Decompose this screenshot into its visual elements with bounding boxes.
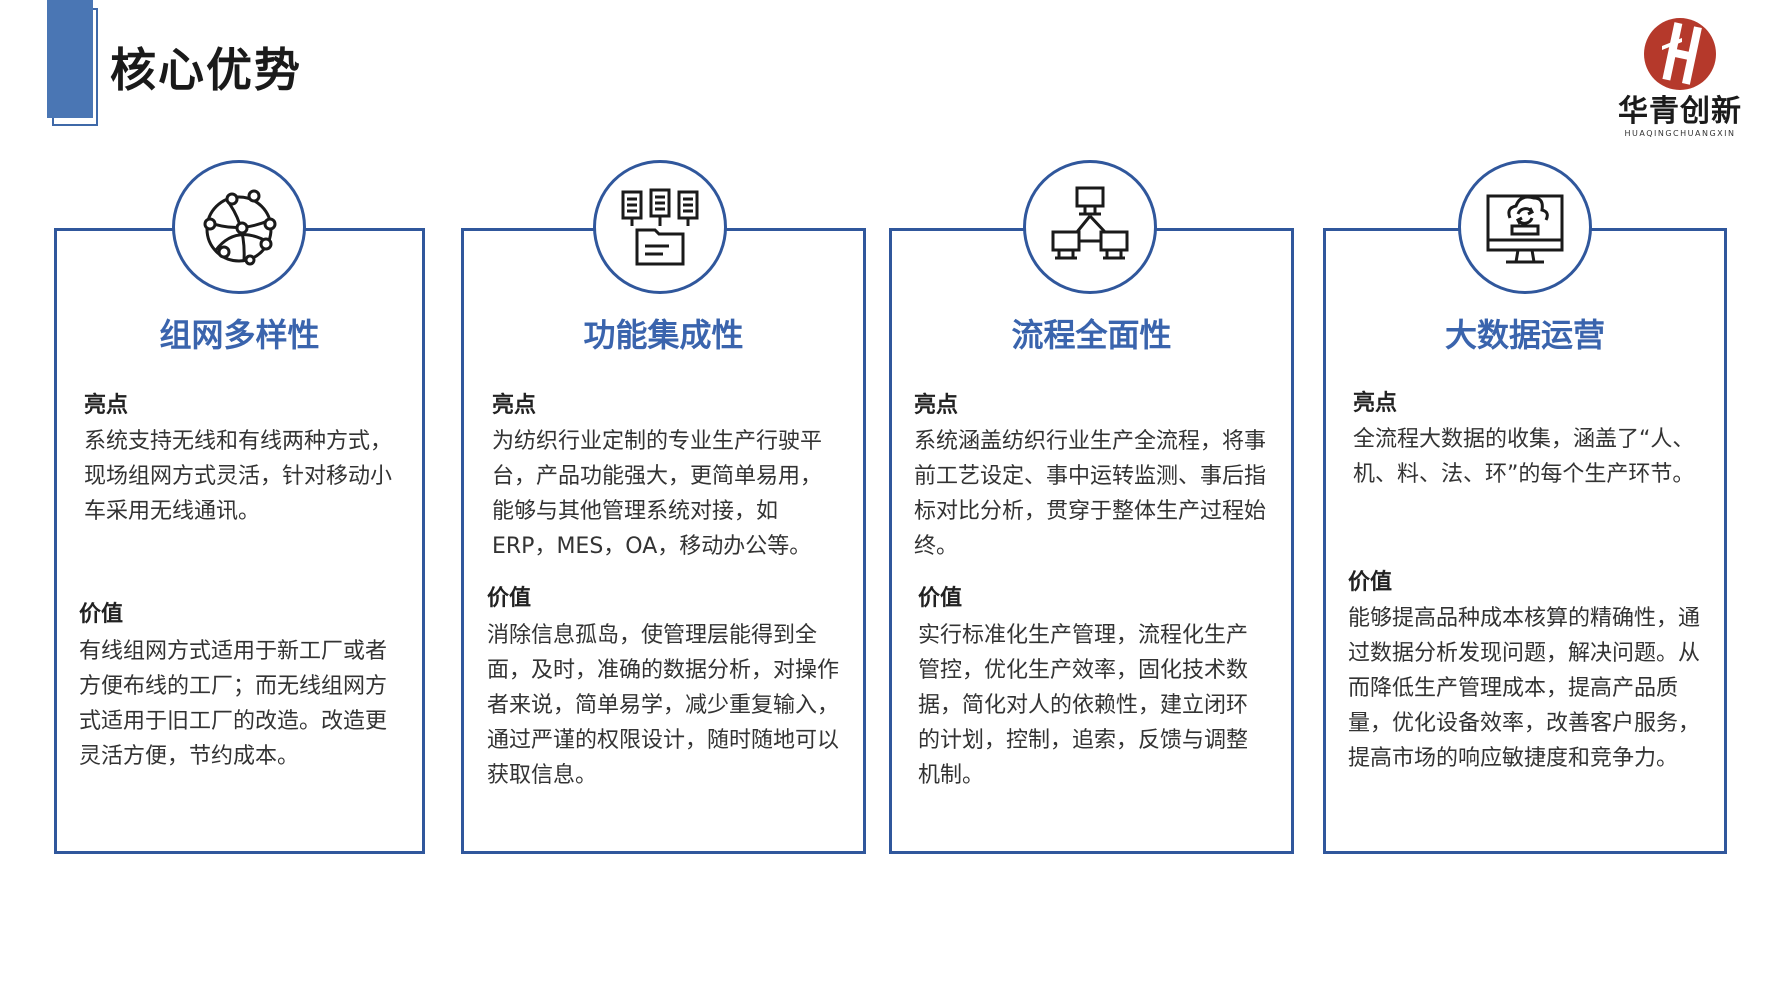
card-networking-title: 组网多样性 xyxy=(159,316,320,354)
computer-network-icon xyxy=(1051,186,1129,260)
company-logo: 华青创新 HUAQINGCHUANGXIN xyxy=(1600,16,1760,138)
card-process-icon-circle xyxy=(1023,160,1157,294)
title-decoration-bar xyxy=(47,0,93,118)
card-bigdata-highlight-label: 亮点 xyxy=(1353,391,1398,416)
card-integration-title: 功能集成性 xyxy=(583,316,744,354)
cloud-monitor-icon xyxy=(1486,194,1564,264)
card-networking-highlight-text: 系统支持无线和有线两种方式，现场组网方式灵活，针对移动小车采用无线通讯。 xyxy=(84,429,393,524)
integrated-modules-icon xyxy=(621,188,699,266)
card-process-value-label: 价值 xyxy=(918,586,963,611)
logo-name-en: HUAQINGCHUANGXIN xyxy=(1624,129,1736,138)
card-networking-value-label: 价值 xyxy=(79,602,124,627)
card-process-highlight-text: 系统涵盖纺织行业生产全流程，将事前工艺设定、事中运转监测、事后指标对比分析，贯穿… xyxy=(914,429,1267,559)
card-integration-highlight-text: 为纺织行业定制的专业生产行驶平台，产品功能强大，更简单易用，能够与其他管理系统对… xyxy=(492,429,823,559)
card-integration-value-label: 价值 xyxy=(487,586,532,611)
card-integration xyxy=(461,228,866,854)
globe-network-icon xyxy=(203,189,277,266)
card-process-value-text: 实行标准化生产管理，流程化生产管控，优化生产效率，固化技术数据，简化对人的依赖性… xyxy=(918,623,1249,788)
card-integration-value-text: 消除信息孤岛，使管理层能得到全面，及时，准确的数据分析，对操作者来说，简单易学，… xyxy=(487,623,840,788)
card-integration-icon-circle xyxy=(593,160,727,294)
card-networking-icon-circle xyxy=(172,160,306,294)
logo-mark-icon xyxy=(1644,18,1716,90)
card-bigdata-value-text: 能够提高品种成本核算的精确性，通过数据分析发现问题，解决问题。从而降低生产管理成… xyxy=(1348,606,1701,771)
logo-name-cn: 华青创新 xyxy=(1618,94,1742,129)
card-process xyxy=(889,228,1294,854)
card-bigdata-value-label: 价值 xyxy=(1348,570,1393,595)
page-title: 核心优势 xyxy=(110,43,302,97)
card-integration-highlight-label: 亮点 xyxy=(492,393,537,418)
card-networking-highlight-label: 亮点 xyxy=(84,393,129,418)
card-bigdata-title: 大数据运营 xyxy=(1444,316,1605,354)
card-bigdata-highlight-text: 全流程大数据的收集，涵盖了“人、机、料、法、环”的每个生产环节。 xyxy=(1353,427,1695,487)
card-bigdata xyxy=(1323,228,1727,854)
card-process-title: 流程全面性 xyxy=(1011,316,1172,354)
card-process-highlight-label: 亮点 xyxy=(914,393,959,418)
card-bigdata-icon-circle xyxy=(1458,160,1592,294)
card-networking xyxy=(54,228,425,854)
card-networking-value-text: 有线组网方式适用于新工厂或者方便布线的工厂；而无线组网方式适用于旧工厂的改造。改… xyxy=(79,639,388,769)
